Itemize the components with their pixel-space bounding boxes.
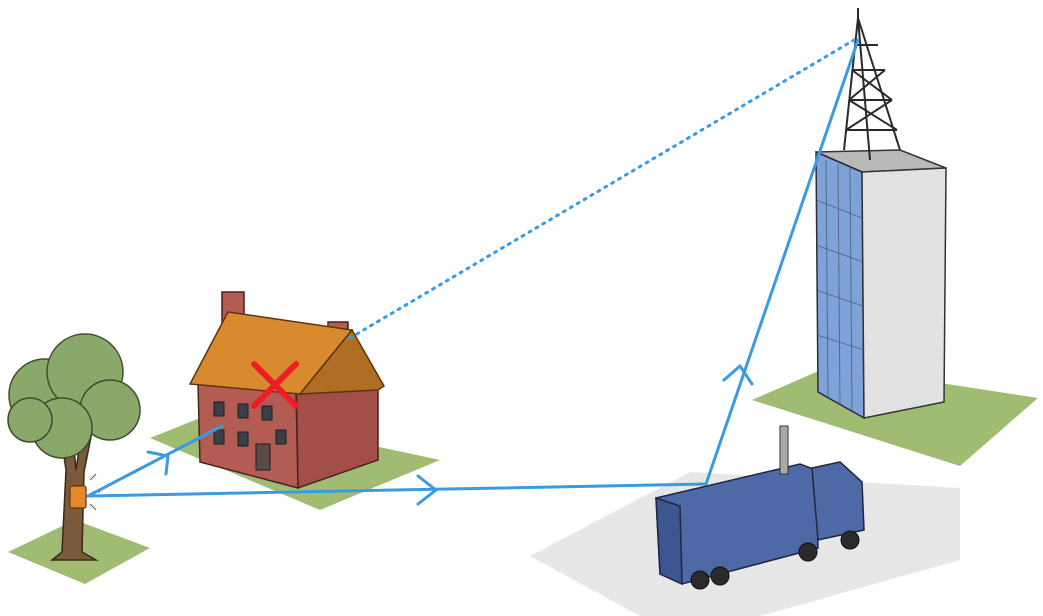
blocked-x-icon: [251, 361, 299, 409]
house-icon: [150, 291, 440, 510]
office-building-icon: [752, 149, 1038, 466]
building-glass-grid: [815, 159, 865, 411]
link-tracker-to-house: [86, 424, 224, 498]
link-house-to-tower-dotted: [348, 38, 856, 340]
truck-cab: [811, 461, 865, 541]
link-tracker-to-truck: [86, 482, 708, 498]
house-door: [255, 443, 271, 471]
tree-icon: [7, 333, 150, 584]
tree-foliage: [7, 333, 141, 459]
truck-icon: [530, 425, 960, 616]
link-truck-to-tower: [704, 38, 860, 486]
truck-trailer-end: [655, 496, 683, 586]
signal-links: [86, 38, 860, 506]
truck-exhaust: [779, 425, 789, 475]
building-side-face: [861, 167, 947, 419]
link-truck-to-tower-arrow: [722, 364, 754, 386]
link-tracker-to-house-arrow: [146, 450, 170, 476]
link-tracker-to-truck-arrow: [416, 474, 438, 506]
truck-wheels: [690, 530, 860, 590]
house-windows: [213, 401, 287, 447]
house-roof-edge: [298, 328, 385, 395]
tracker-device-icon: [69, 473, 100, 511]
radio-tower-icon: [843, 8, 901, 161]
